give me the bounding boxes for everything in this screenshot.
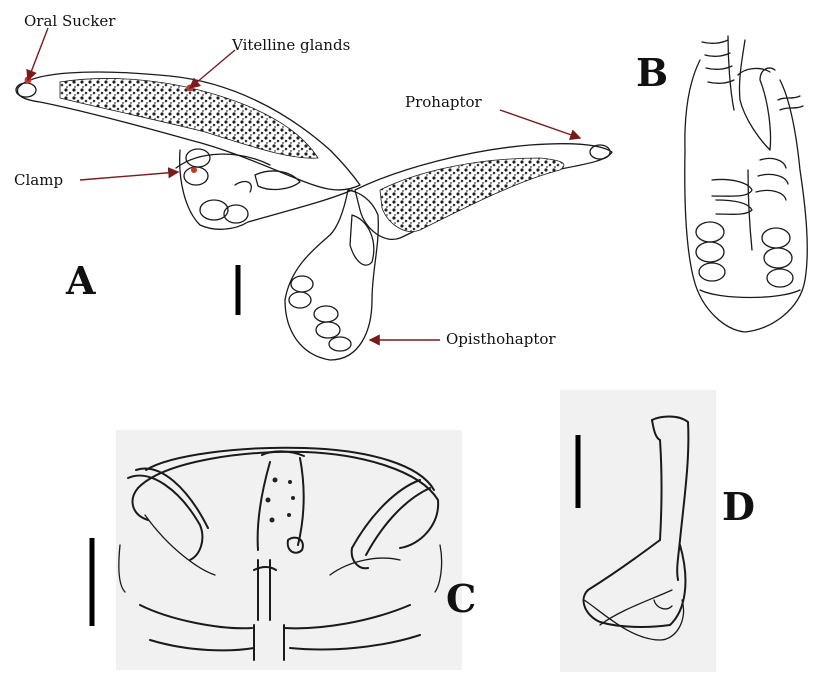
panel-b-drawing (685, 36, 808, 332)
panel-label-b: B (636, 50, 668, 95)
label-opisthohaptor: Opisthohaptor (446, 330, 556, 348)
label-prohaptor: Prohaptor (405, 93, 483, 111)
panel-label-a: A (65, 258, 96, 303)
label-clamp: Clamp (14, 171, 63, 189)
panel-d-background (560, 390, 716, 672)
label-oral-sucker: Oral Sucker (24, 12, 116, 30)
panel-label-d: D (722, 484, 755, 529)
label-vitelline-glands: Vitelline glands (231, 36, 350, 54)
panel-label-c: C (446, 576, 476, 621)
panel-a-drawing (16, 72, 612, 360)
